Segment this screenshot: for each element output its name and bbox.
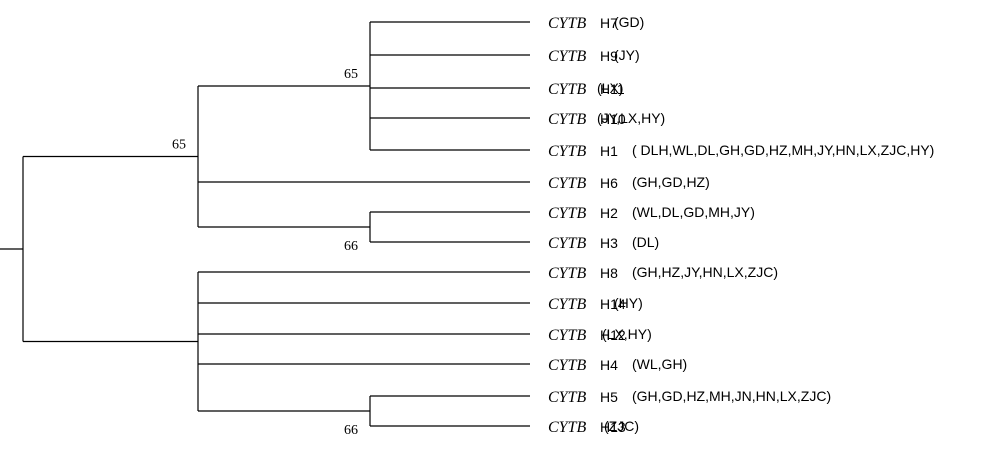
leaf-population-label: (LX,HY) (602, 326, 652, 342)
leaf-haplotype-label: H13 (600, 419, 626, 435)
leaf-haplotype-label: H12 (600, 327, 626, 343)
leaf-gene-label: CYTB (548, 265, 586, 282)
leaf-gene-label: CYTB (548, 327, 586, 344)
leaf-population-label: (GH,GD,HZ) (632, 174, 710, 190)
leaf-gene-label: CYTB (548, 81, 586, 98)
leaf-population-label: (JY) (614, 47, 640, 63)
leaf-gene-label: CYTB (548, 205, 586, 222)
leaf-gene-label: CYTB (548, 48, 586, 65)
leaf-population-label: (DL) (632, 234, 659, 250)
leaf-population-label: (ZJC) (604, 418, 639, 434)
leaf-haplotype-label: H3 (600, 235, 618, 251)
leaf-population-label: ( DLH,WL,DL,GH,GD,HZ,MH,JY,HN,LX,ZJC,HY) (632, 142, 934, 158)
leaf-population-label: (LX) (597, 80, 623, 96)
leaf-haplotype-label: H10 (600, 111, 626, 127)
leaf-haplotype-label: H1 (600, 143, 618, 159)
leaf-gene-label: CYTB (548, 389, 586, 406)
leaf-haplotype-label: H2 (600, 205, 618, 221)
leaf-gene-label: CYTB (548, 296, 586, 313)
leaf-haplotype-label: H5 (600, 389, 618, 405)
leaf-haplotype-label: H9 (600, 48, 618, 64)
leaf-haplotype-label: H11 (600, 81, 625, 97)
leaf-gene-label: CYTB (548, 143, 586, 160)
leaf-gene-label: CYTB (548, 235, 586, 252)
leaf-gene-label: CYTB (548, 15, 586, 32)
leaf-population-label: (GH,HZ,JY,HN,LX,ZJC) (632, 264, 778, 280)
leaf-population-label: (WL,DL,GD,MH,JY) (632, 204, 755, 220)
leaf-haplotype-label: H7 (600, 15, 618, 31)
leaf-population-label: (GD) (614, 14, 644, 30)
bootstrap-value: 65 (344, 67, 358, 82)
bootstrap-value: 66 (344, 423, 358, 438)
leaf-population-label: (JY,LX,HY) (597, 110, 665, 126)
bootstrap-value: 65 (172, 138, 186, 153)
leaf-haplotype-label: H6 (600, 175, 618, 191)
leaf-gene-label: CYTB (548, 175, 586, 192)
leaf-population-label: (GH,GD,HZ,MH,JN,HN,LX,ZJC) (632, 388, 831, 404)
bootstrap-value: 66 (344, 239, 358, 254)
leaf-haplotype-label: H14 (600, 296, 626, 312)
leaf-gene-label: CYTB (548, 419, 586, 436)
leaf-gene-label: CYTB (548, 111, 586, 128)
leaf-population-label: (HY) (614, 295, 643, 311)
leaf-haplotype-label: H4 (600, 357, 618, 373)
leaf-haplotype-label: H8 (600, 265, 618, 281)
leaf-gene-label: CYTB (548, 357, 586, 374)
leaf-population-label: (WL,GH) (632, 356, 687, 372)
